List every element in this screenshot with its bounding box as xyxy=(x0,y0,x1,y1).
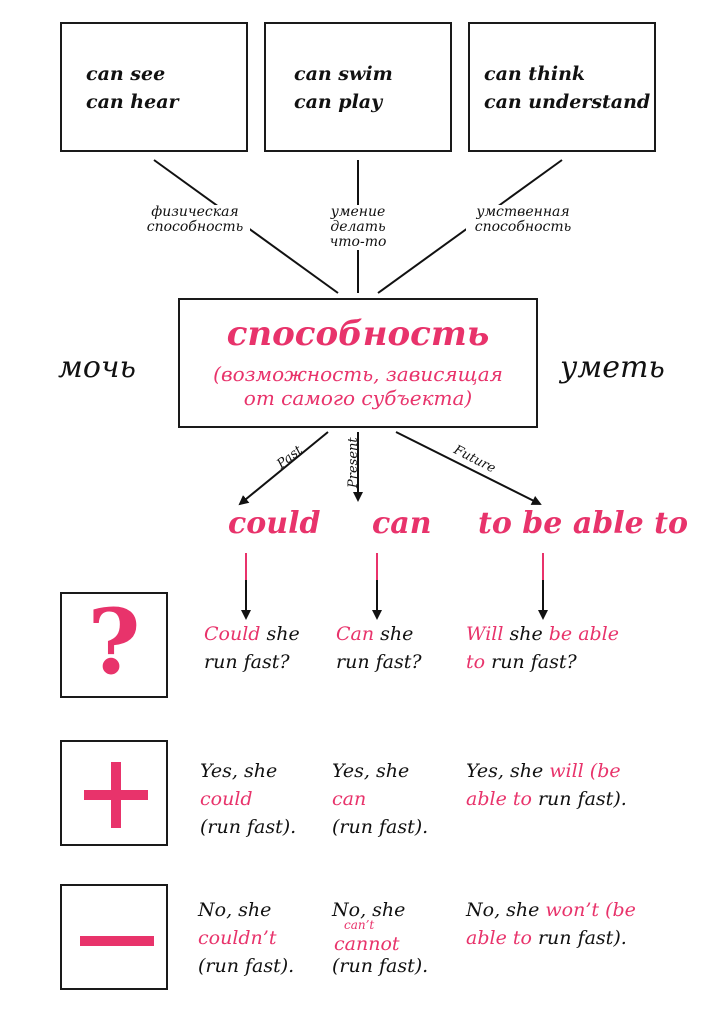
plus-example-future: Yes, she will (be able to run fast). xyxy=(466,760,627,810)
modal-could: could xyxy=(228,506,321,541)
cant-contraction: can’t xyxy=(344,918,375,932)
plus-icon-vertical xyxy=(111,762,121,828)
top-box-mental: can think can understand xyxy=(468,22,656,152)
question-example-future: Will she be able to run fast? xyxy=(466,623,620,673)
arrow-past xyxy=(238,431,329,506)
modal-to-be-able-to: to be able to xyxy=(478,506,689,541)
concept-title: способность xyxy=(226,314,490,354)
verb-can-understand: can understand xyxy=(484,91,651,113)
label-skill: умение делать что-то xyxy=(318,205,398,250)
cannot-modal: cannot xyxy=(334,933,400,955)
plus-symbol-box xyxy=(60,740,168,846)
verb-can-think: can think xyxy=(484,63,586,85)
verb-can-see: can see xyxy=(86,63,166,85)
center-concept-box: способность (возможность, зависящая от с… xyxy=(178,298,538,428)
question-example-past: Could she run fast? xyxy=(204,623,300,673)
minus-icon xyxy=(80,936,154,946)
verb-can-swim: can swim xyxy=(294,63,393,85)
side-word-right: уметь xyxy=(560,350,665,385)
tense-label-present: Present xyxy=(346,437,361,488)
minus-example-past: No, she couldn’t (run fast). xyxy=(198,899,295,977)
top-box-perception: can see can hear xyxy=(60,22,248,152)
minus-example-future: No, she won’t (be able to run fast). xyxy=(466,899,636,949)
question-symbol-box: ? xyxy=(60,592,168,698)
verb-can-play: can play xyxy=(294,91,383,113)
plus-example-present: Yes, she can (run fast). xyxy=(332,760,429,838)
label-mental-ability: умственная способность xyxy=(466,205,580,235)
minus-symbol-box xyxy=(60,884,168,990)
question-example-present: Can she run fast? xyxy=(336,623,422,673)
modal-can: can xyxy=(372,506,432,541)
minus-example-present: No, she can’t cannot (run fast). xyxy=(332,899,429,977)
plus-example-past: Yes, she could (run fast). xyxy=(200,760,297,838)
concept-subtitle: (возможность, зависящая от самого субъек… xyxy=(213,362,503,410)
top-box-skills: can swim can play xyxy=(264,22,452,152)
side-word-left: мочь xyxy=(58,350,136,385)
question-mark-icon: ? xyxy=(87,589,141,695)
verb-can-hear: can hear xyxy=(86,91,179,113)
arrow-future xyxy=(395,431,542,505)
label-physical-ability: физическая способность xyxy=(140,205,250,235)
